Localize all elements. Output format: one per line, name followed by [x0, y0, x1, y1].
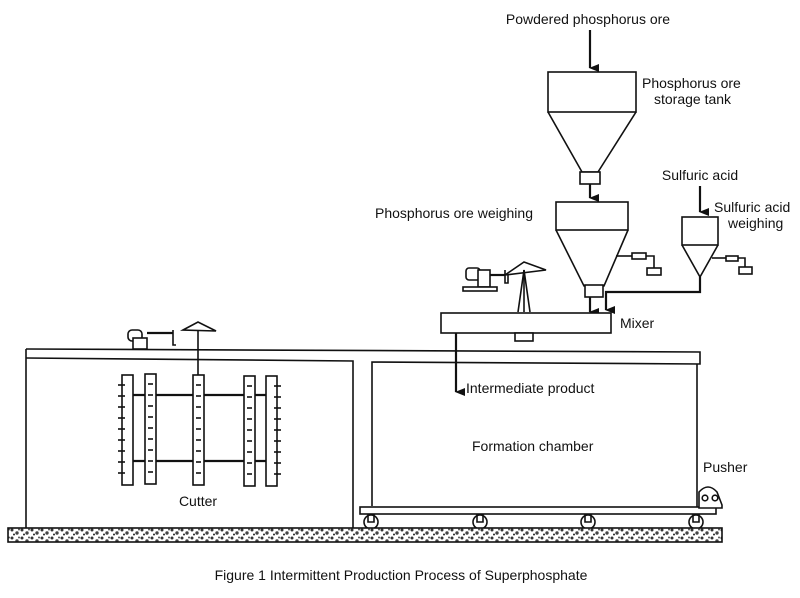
figure-caption: Figure 1 Intermittent Production Process…	[215, 567, 588, 583]
trolley-wheel	[688, 514, 704, 530]
ore-weighing-hopper: Phosphorus ore weighing	[375, 201, 662, 316]
formation-chamber: Intermediate product Formation chamber	[359, 364, 717, 530]
top-beam	[25, 348, 701, 506]
frame-structure	[25, 348, 701, 528]
mixer-motor	[462, 267, 509, 292]
mixer-hood	[504, 261, 547, 276]
acid-weigh-cone	[681, 244, 719, 279]
cutter-blade	[192, 374, 205, 486]
trolley-wheel	[363, 514, 379, 530]
ore-weigh-cone	[555, 229, 629, 287]
storage-tank-label-2: storage tank	[654, 91, 732, 107]
cutter-blade	[118, 374, 134, 486]
pusher-body	[698, 486, 723, 509]
pusher-label: Pusher	[703, 459, 748, 475]
sulfuric-acid-label: Sulfuric acid	[662, 167, 738, 183]
storage-tank-cone	[547, 111, 637, 173]
cutter-chamber-outline	[25, 357, 354, 528]
storage-tank-label-1: Phosphorus ore	[642, 75, 741, 91]
cutter: Cutter	[118, 321, 281, 509]
ore-weighing-label: Phosphorus ore weighing	[375, 205, 533, 221]
pusher: Pusher	[698, 459, 748, 509]
floor	[7, 527, 723, 543]
cutter-hood	[179, 321, 217, 332]
mixer-outlet	[514, 332, 534, 342]
mixer-label: Mixer	[620, 315, 655, 331]
trolley-wheels	[363, 514, 704, 530]
cutter-label: Cutter	[179, 493, 217, 509]
cutter-blade	[265, 375, 281, 487]
acid-weighing: Sulfuric acid Sulfuric acid weighing	[604, 167, 790, 314]
cutter-blades	[118, 373, 281, 487]
acid-to-mixer-pipe	[604, 277, 702, 314]
trolley-wheel	[472, 514, 488, 530]
acid-scale-hanger	[738, 257, 746, 267]
powdered-ore-feed: Powdered phosphorus ore	[506, 11, 670, 72]
acid-weighing-label-2: weighing	[727, 215, 783, 231]
acid-scale-weight	[725, 255, 739, 262]
storage-tank: Phosphorus ore storage tank	[547, 71, 741, 202]
intermediate-product-label: Intermediate product	[466, 380, 595, 396]
ore-weigh-body	[555, 201, 629, 231]
acid-scale-pan	[738, 266, 753, 275]
scale-weight	[631, 252, 647, 260]
scale-hanger	[646, 255, 655, 268]
mixer: Mixer	[440, 261, 655, 396]
acid-weigh-body	[681, 216, 719, 246]
trolley-deck	[359, 506, 717, 515]
powdered-ore-label: Powdered phosphorus ore	[506, 11, 670, 27]
trolley-wheel	[580, 514, 596, 530]
acid-weighing-label-1: Sulfuric acid	[714, 199, 790, 215]
scale-pan	[646, 267, 662, 276]
storage-tank-body	[547, 71, 637, 113]
ore-weigh-outlet	[584, 284, 604, 298]
formation-chamber-label: Formation chamber	[472, 438, 594, 454]
storage-tank-outlet	[579, 171, 601, 185]
cutter-blade	[243, 375, 256, 487]
cutter-blade	[144, 373, 157, 485]
mixer-body	[440, 312, 612, 334]
cutter-motor	[127, 329, 176, 350]
